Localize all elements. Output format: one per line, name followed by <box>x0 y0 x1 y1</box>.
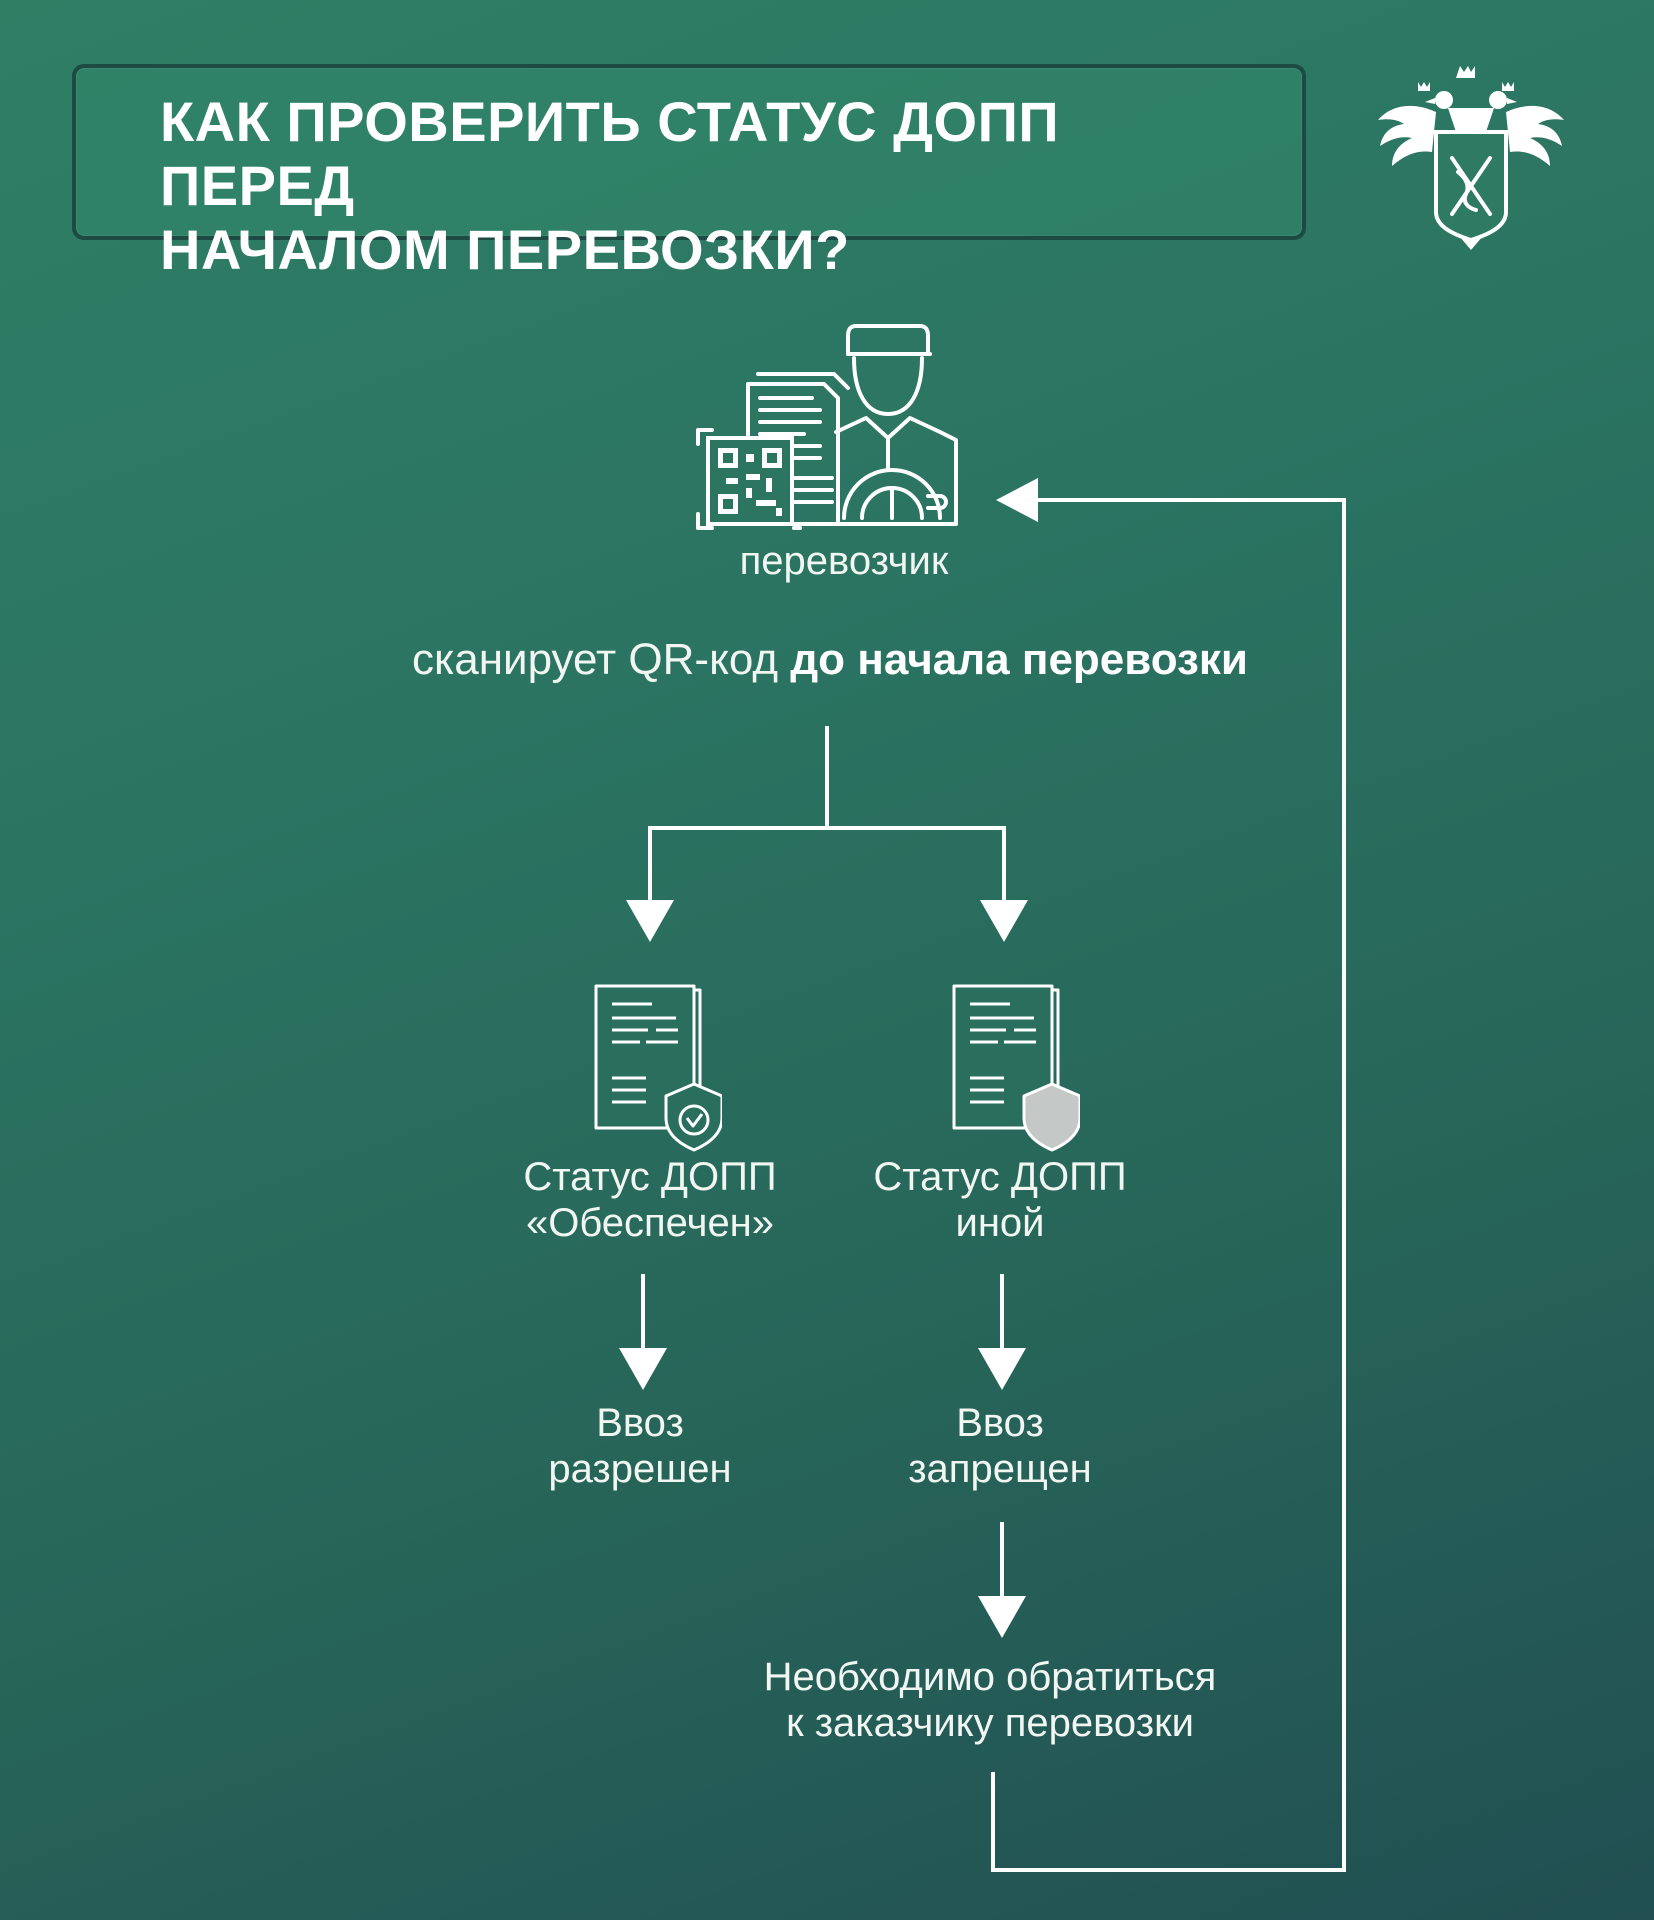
arrowhead-ok <box>619 1348 667 1390</box>
contact-customer-label: Необходимо обратиться к заказчику перево… <box>763 1655 1217 1745</box>
connector-loop-back <box>991 498 1346 1872</box>
entry-allowed-label: Ввоз разрешен <box>548 1401 732 1491</box>
title-panel: КАК ПРОВЕРИТЬ СТАТУС ДОПП ПЕРЕД НАЧАЛОМ … <box>72 64 1306 281</box>
status-other-label: Статус ДОПП иной <box>873 1155 1127 1245</box>
document-shield-icon <box>952 984 1080 1152</box>
document-shield-check-icon <box>594 984 722 1152</box>
scan-instruction: сканирует QR-код до начала перевозки <box>300 630 1360 690</box>
scan-text: сканирует QR-код <box>412 635 791 684</box>
arrowhead-loop-to-carrier <box>996 478 1038 522</box>
entry-denied-label: Ввоз запрещен <box>908 1401 1092 1491</box>
arrowhead-denied <box>978 1596 1026 1638</box>
arrowhead-left-branch <box>626 900 674 942</box>
arrowhead-other <box>978 1348 1026 1390</box>
connector-split-right <box>827 826 1006 900</box>
arrowhead-right-branch <box>980 900 1028 942</box>
carrier-label: перевозчик <box>739 539 949 583</box>
driver-with-qr-icon <box>696 324 958 530</box>
customs-emblem-icon <box>1378 66 1564 250</box>
page-title: КАК ПРОВЕРИТЬ СТАТУС ДОПП ПЕРЕД НАЧАЛОМ … <box>160 90 1060 281</box>
scan-text-emphasis: до начала перевозки <box>790 635 1248 684</box>
connector-split-left <box>648 826 827 900</box>
status-secured-label: Статус ДОПП «Обеспечен» <box>523 1155 777 1245</box>
